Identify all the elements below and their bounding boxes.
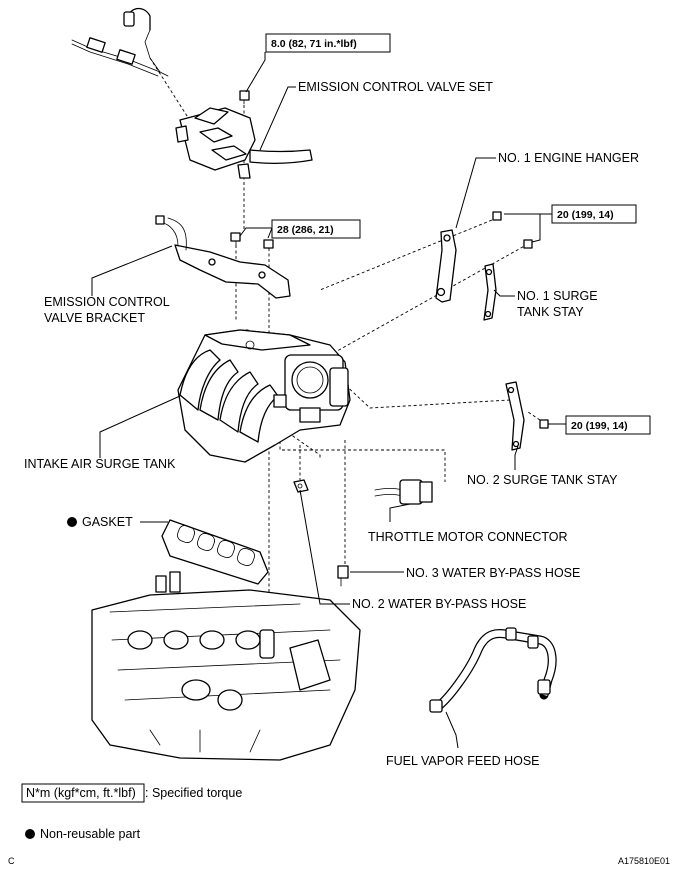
label-emission-control-valve-set: EMISSION CONTROL VALVE SET — [298, 80, 493, 94]
non-reusable-marker-icon — [67, 517, 77, 527]
throttle-motor-connector — [374, 479, 433, 505]
gasket — [161, 519, 269, 585]
label-surge-tank-stay-1-line1: NO. 1 SURGE — [517, 289, 598, 303]
label-emission-control-valve-bracket-line1: EMISSION CONTROL — [44, 295, 170, 309]
label-surge-tank-stay-1-line2: TANK STAY — [517, 305, 584, 319]
label-gasket: GASKET — [82, 515, 133, 529]
label-emission-control-valve-bracket-line2: VALVE BRACKET — [44, 311, 145, 325]
emission-control-valve-set — [71, 7, 313, 179]
water-bypass-hose-2 — [293, 479, 309, 493]
legend-torque-description: : Specified torque — [145, 786, 242, 800]
footer-code-left: C — [8, 856, 15, 866]
label-water-bypass-hose-2: NO. 2 WATER BY-PASS HOSE — [352, 597, 526, 611]
engine-hanger — [435, 229, 457, 303]
torque-spec-emission-valve: 8.0 (82, 71 in.*lbf) — [265, 33, 391, 53]
label-intake-air-surge-tank: INTAKE AIR SURGE TANK — [24, 457, 176, 471]
legend: N*m (kgf*cm, ft.*lbf) : Specified torque… — [21, 783, 242, 841]
label-engine-hanger: NO. 1 ENGINE HANGER — [498, 151, 639, 165]
bolt-hanger — [492, 211, 533, 249]
leader-lines — [91, 52, 566, 749]
emission-control-valve-bracket — [155, 215, 291, 299]
label-surge-tank-stay-2: NO. 2 SURGE TANK STAY — [467, 473, 618, 487]
label-water-bypass-hose-3: NO. 3 WATER BY-PASS HOSE — [406, 566, 580, 580]
bolt-bracket — [230, 232, 274, 249]
legend-non-reusable: Non-reusable part — [40, 827, 141, 841]
fuel-vapor-feed-hose — [429, 627, 557, 713]
non-reusable-legend-icon — [25, 829, 35, 839]
torque-value: 28 (286, 21) — [277, 224, 334, 236]
surge-tank-stay-2 — [505, 381, 525, 451]
surge-tank-stay-1 — [483, 263, 497, 321]
label-fuel-vapor-feed-hose: FUEL VAPOR FEED HOSE — [386, 754, 540, 768]
torque-value: 8.0 (82, 71 in.*lbf) — [271, 38, 357, 50]
bolt-emission-valve — [239, 90, 250, 105]
torque-value: 20 (199, 14) — [557, 209, 614, 221]
bolt-stay-2 — [539, 419, 549, 429]
torque-spec-hanger: 20 (199, 14) — [551, 204, 637, 224]
torque-value: 20 (199, 14) — [571, 420, 628, 432]
engine-block — [91, 571, 361, 761]
water-bypass-hose-3 — [337, 565, 349, 587]
label-throttle-motor-connector: THROTTLE MOTOR CONNECTOR — [368, 530, 568, 544]
footer-figure-id: A175810E01 — [618, 856, 670, 866]
torque-spec-bracket: 28 (286, 21) — [271, 219, 361, 239]
intake-air-surge-tank — [177, 329, 351, 463]
torque-spec-stay-2: 20 (199, 14) — [565, 415, 651, 435]
legend-torque-units: N*m (kgf*cm, ft.*lbf) — [26, 786, 136, 800]
